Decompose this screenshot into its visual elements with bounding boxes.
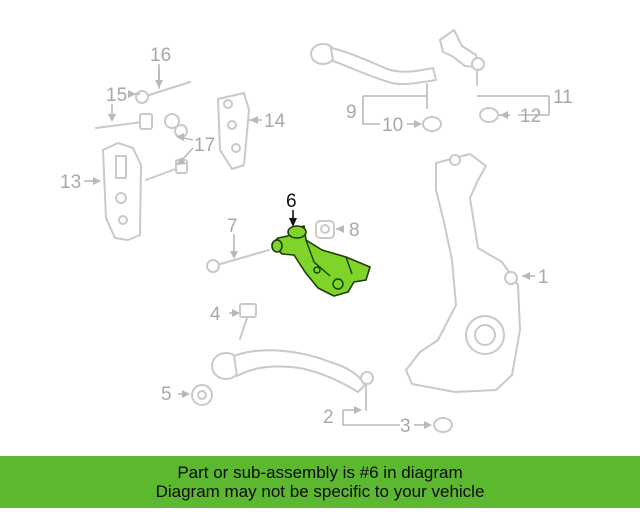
callout-6-arrow (289, 210, 297, 227)
callout-4: 4 (210, 304, 221, 325)
callout-9: 9 (346, 102, 357, 123)
part-10-nut (422, 116, 442, 132)
part-1-knuckle (405, 153, 521, 393)
part-16-bolt (135, 68, 191, 104)
part-4-bolt (239, 303, 257, 340)
parts-diagram: 1 2 3 4 5 6 7 8 9 10 11 12 13 14 15 16 1… (60, 29, 573, 437)
part-12-nut (479, 107, 499, 123)
callout-1: 1 (538, 267, 549, 288)
callout-17: 17 (194, 135, 215, 156)
callout-8: 8 (349, 220, 360, 241)
part-14-bracket (217, 92, 250, 170)
callout-15: 15 (106, 85, 127, 106)
part-5-nut (191, 384, 213, 406)
callout-7: 7 (227, 216, 238, 237)
callout-16: 16 (150, 45, 171, 66)
callout-10: 10 (382, 115, 403, 136)
callout-6: 6 (286, 191, 297, 212)
callout-12: 12 (520, 106, 541, 127)
part-15-bolt (95, 113, 153, 130)
callout-14: 14 (264, 111, 286, 132)
callout-3: 3 (400, 416, 411, 437)
banner-line-2: Diagram may not be specific to your vehi… (155, 482, 485, 501)
callout-13: 13 (60, 172, 81, 193)
callout-11: 11 (553, 87, 573, 108)
info-banner: Part or sub-assembly is #6 in diagram Di… (0, 456, 640, 508)
leader-lines (84, 64, 550, 429)
callout-5: 5 (161, 384, 172, 405)
part-6-highlighted (271, 225, 371, 297)
part-11-upper-arm-joint (439, 29, 485, 86)
part-7-bolt (206, 249, 270, 273)
part-3-nut (433, 417, 453, 433)
part-13-mount-bracket (102, 142, 142, 241)
lower-control-arm (211, 349, 374, 411)
part-9-upper-arm (310, 43, 437, 109)
part-8-nut (315, 220, 335, 239)
callout-2: 2 (323, 407, 334, 428)
banner-line-1: Part or sub-assembly is #6 in diagram (177, 463, 463, 482)
